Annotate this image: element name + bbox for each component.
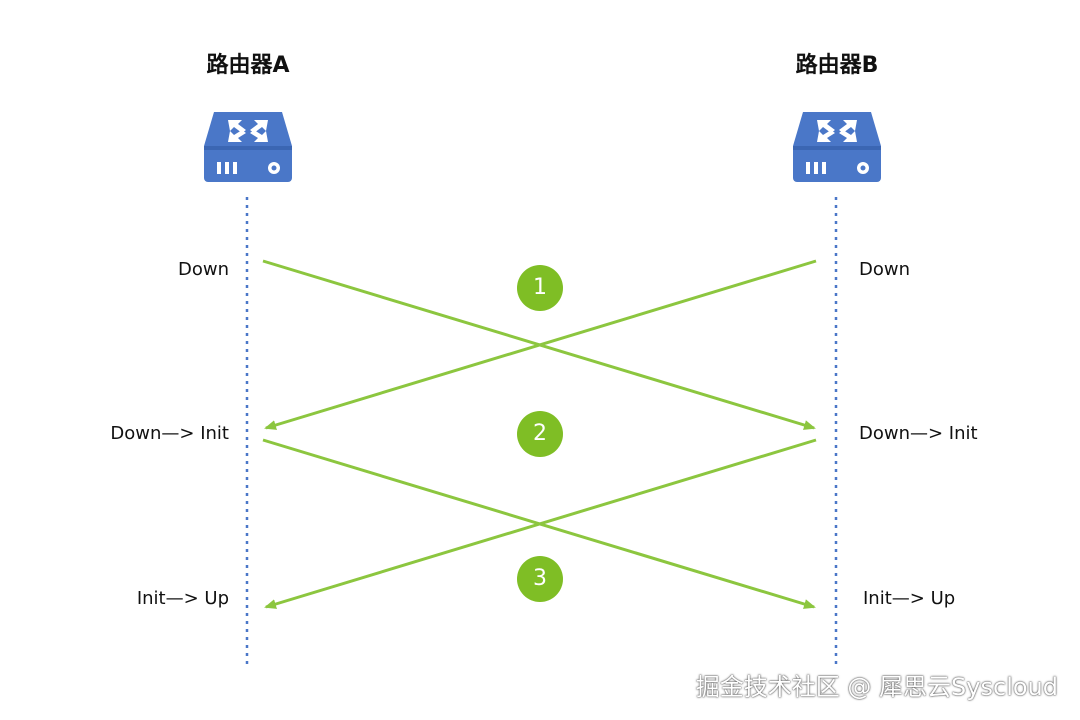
router-icon xyxy=(793,112,881,182)
step-badge-2: 2 xyxy=(517,411,563,457)
watermark: 掘金技术社区 @ 犀思云Syscloud xyxy=(695,673,1058,701)
router-b-state-init-up: Init—> Up xyxy=(863,588,956,609)
message-arrow-b-to-a-step1 xyxy=(264,259,817,430)
router-icon xyxy=(204,112,292,182)
router-b-state-down: Down xyxy=(859,259,911,280)
router-a-state-init-up: Init—> Up xyxy=(136,588,229,609)
router-a-state-down-init: Down—> Init xyxy=(110,423,229,444)
router-b-state-down-init: Down—> Init xyxy=(859,423,978,444)
message-arrow-b-to-a-step2 xyxy=(264,438,817,609)
router-a-state-down: Down xyxy=(177,259,229,280)
router-a-title: 路由器A xyxy=(206,53,290,78)
step-badge-3: 3 xyxy=(517,556,563,602)
router-b-title: 路由器B xyxy=(795,53,879,78)
step-badge-1: 1 xyxy=(517,265,563,311)
